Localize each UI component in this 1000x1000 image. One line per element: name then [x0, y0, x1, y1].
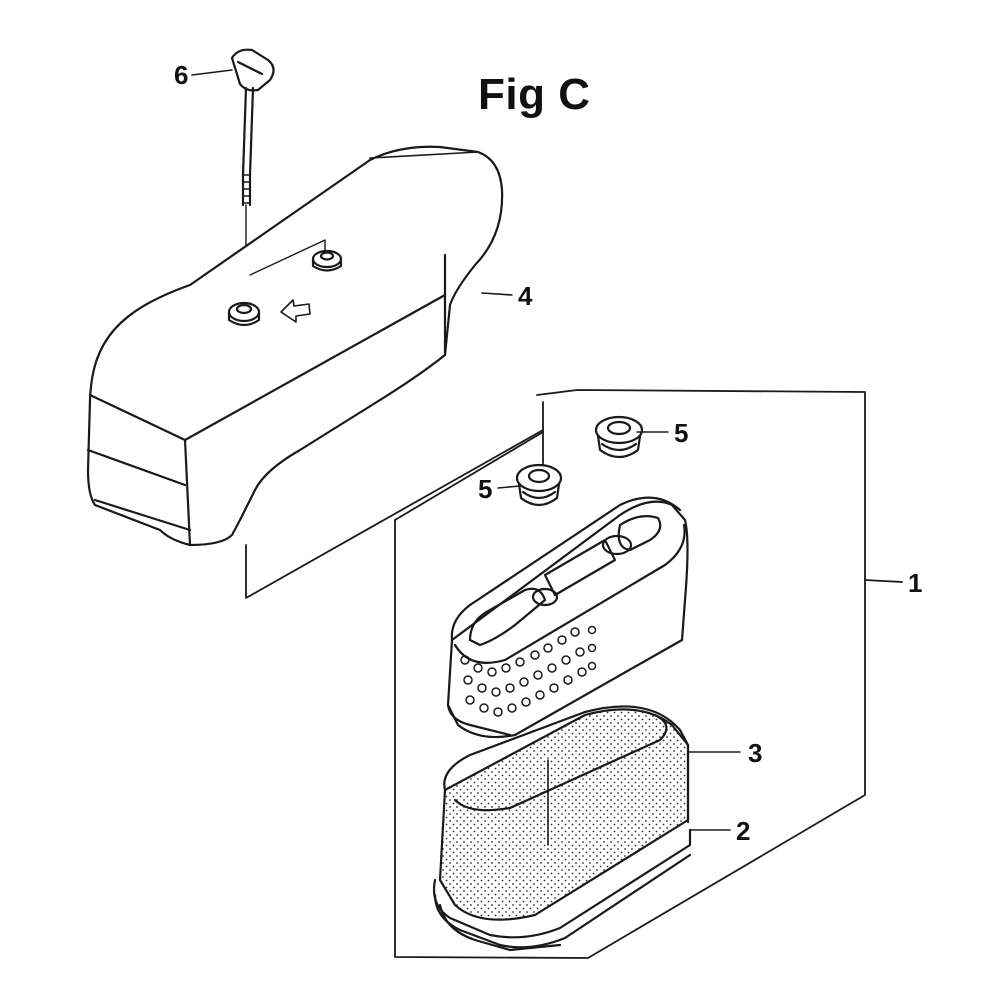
leader-lines: [191, 69, 741, 831]
callout-5-left: 5: [478, 474, 493, 504]
filter-base-gasket-part: [432, 828, 692, 952]
callout-2: 2: [736, 816, 751, 846]
callout-4: 4: [518, 281, 533, 311]
callout-3: 3: [748, 738, 763, 768]
assembly-bracket-lines: [245, 389, 903, 959]
grommet-part-left: [515, 463, 563, 507]
figure-title: Fig C: [478, 70, 591, 119]
callout-1: 1: [908, 568, 923, 598]
foam-prefilter-part: [438, 705, 690, 921]
leader-6: [191, 69, 233, 76]
leader-5-left: [497, 485, 521, 489]
callout-5-right: 5: [674, 418, 689, 448]
leader-4: [481, 292, 513, 296]
grommet-part-right: [594, 415, 644, 459]
callout-6: 6: [174, 60, 189, 90]
air-filter-element-part: [446, 496, 689, 739]
air-cleaner-cover-part: [86, 145, 504, 547]
